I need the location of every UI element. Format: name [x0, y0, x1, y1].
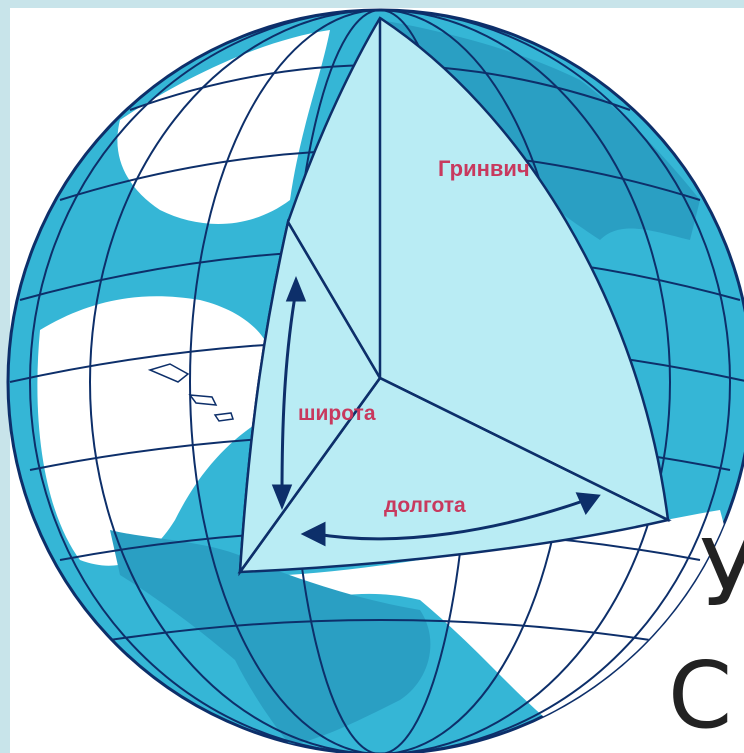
overlay-letter-2: С: [668, 650, 732, 742]
greenwich-label: Гринвич: [438, 156, 530, 181]
overlay-letter-1: У: [700, 528, 744, 620]
longitude-label: долгота: [384, 494, 466, 517]
latitude-label: широта: [298, 402, 376, 425]
